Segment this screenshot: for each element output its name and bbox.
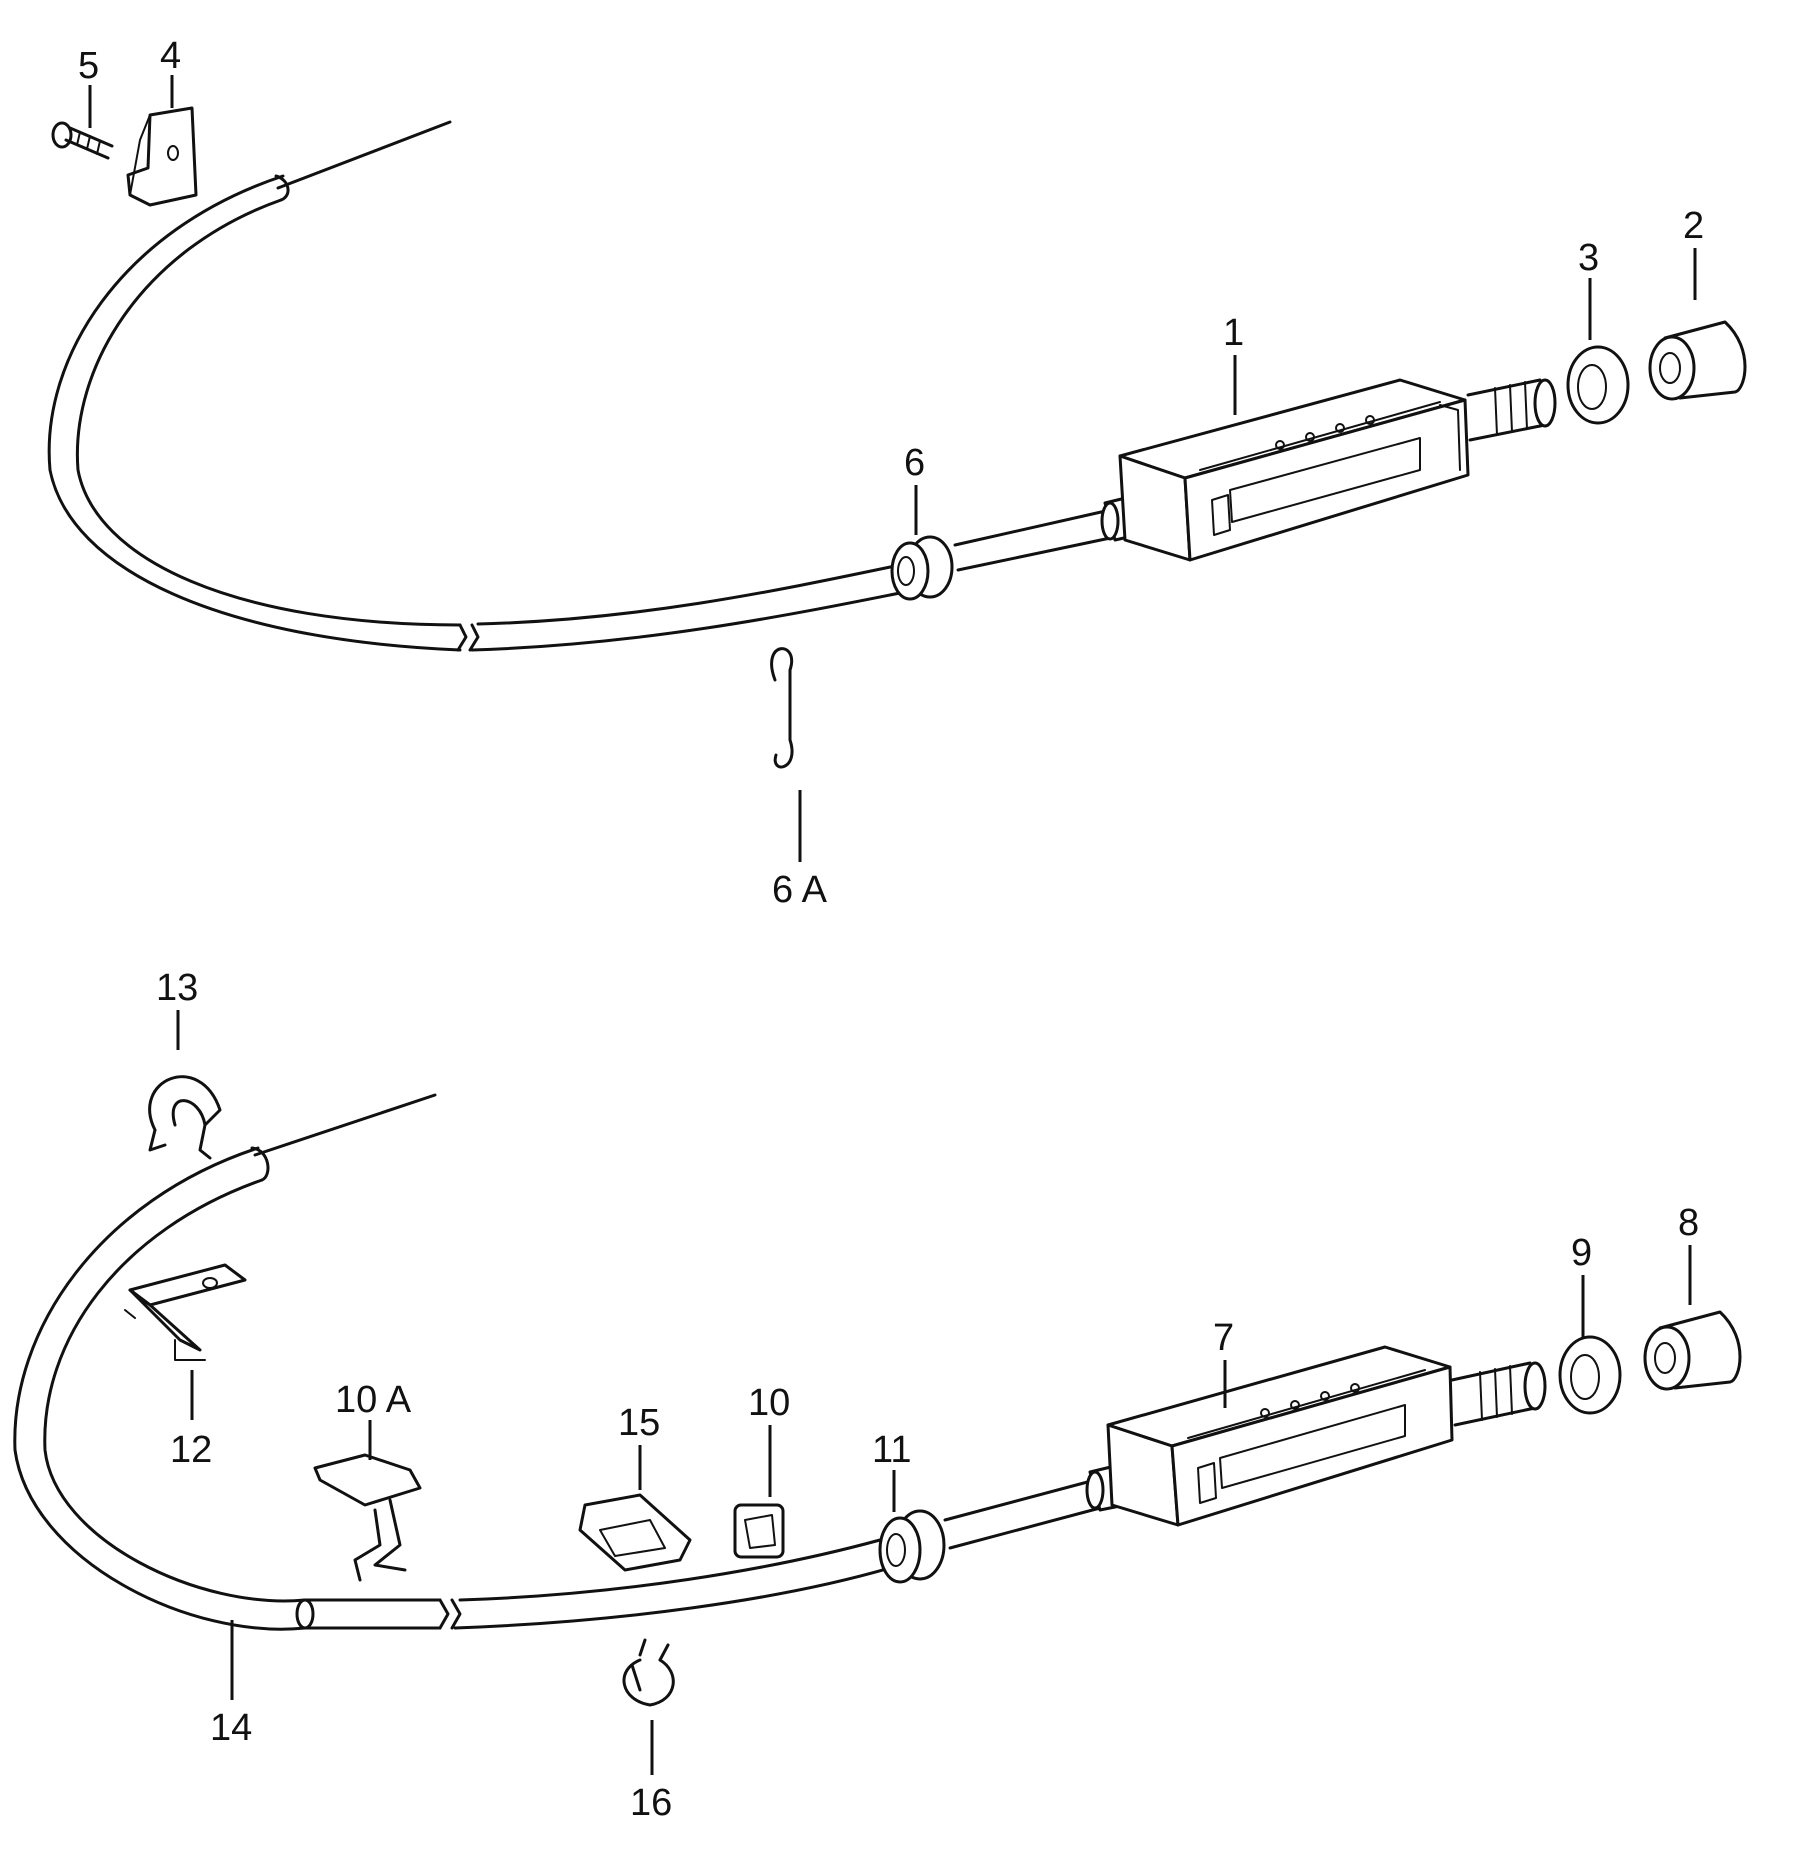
label-part-6a: 6 A — [772, 869, 828, 911]
label-part-2: 2 — [1683, 205, 1704, 247]
label-part-5: 5 — [78, 45, 99, 87]
adjuster-housing — [1118, 378, 1470, 562]
label-part-1: 1 — [1223, 312, 1244, 354]
mounting-bracket — [126, 106, 198, 207]
label-part-16: 16 — [630, 1782, 672, 1824]
label-part-15: 15 — [618, 1402, 660, 1444]
part-labels: 1 2 3 4 5 6 6 A 7 8 9 10 10 A 11 12 13 1… — [78, 35, 1704, 1824]
callout-lines — [88, 75, 1697, 1775]
grommet — [890, 535, 954, 601]
threaded-end — [1450, 1361, 1547, 1427]
threaded-end — [1466, 378, 1557, 442]
label-part-13: 13 — [156, 967, 198, 1009]
label-part-14: 14 — [210, 1707, 252, 1749]
lower-cable-assembly — [13, 1075, 1742, 1707]
label-part-10: 10 — [748, 1382, 790, 1424]
cable-clip — [733, 1503, 785, 1559]
cable-clamp — [148, 1075, 222, 1160]
label-part-9: 9 — [1571, 1232, 1592, 1274]
end-cap — [1643, 1310, 1742, 1391]
end-cap — [1648, 320, 1747, 401]
label-part-6: 6 — [904, 442, 925, 484]
lock-nut — [1566, 345, 1630, 425]
adjuster-housing — [1106, 1345, 1454, 1527]
retaining-clip — [578, 1493, 692, 1572]
label-part-12: 12 — [170, 1429, 212, 1471]
retaining-bracket — [124, 1263, 247, 1361]
small-clip — [622, 1638, 675, 1707]
lock-nut — [1558, 1335, 1622, 1415]
label-part-4: 4 — [160, 35, 181, 77]
upper-cable-assembly — [47, 106, 1747, 769]
label-part-3: 3 — [1578, 237, 1599, 279]
grommet — [878, 1509, 946, 1584]
spring-clip — [313, 1453, 422, 1582]
screw — [51, 121, 114, 160]
label-part-7: 7 — [1213, 1317, 1234, 1359]
label-part-11: 11 — [872, 1429, 911, 1471]
label-part-10a: 10 A — [335, 1379, 412, 1421]
label-part-8: 8 — [1678, 1202, 1699, 1244]
s-hook — [770, 647, 794, 769]
